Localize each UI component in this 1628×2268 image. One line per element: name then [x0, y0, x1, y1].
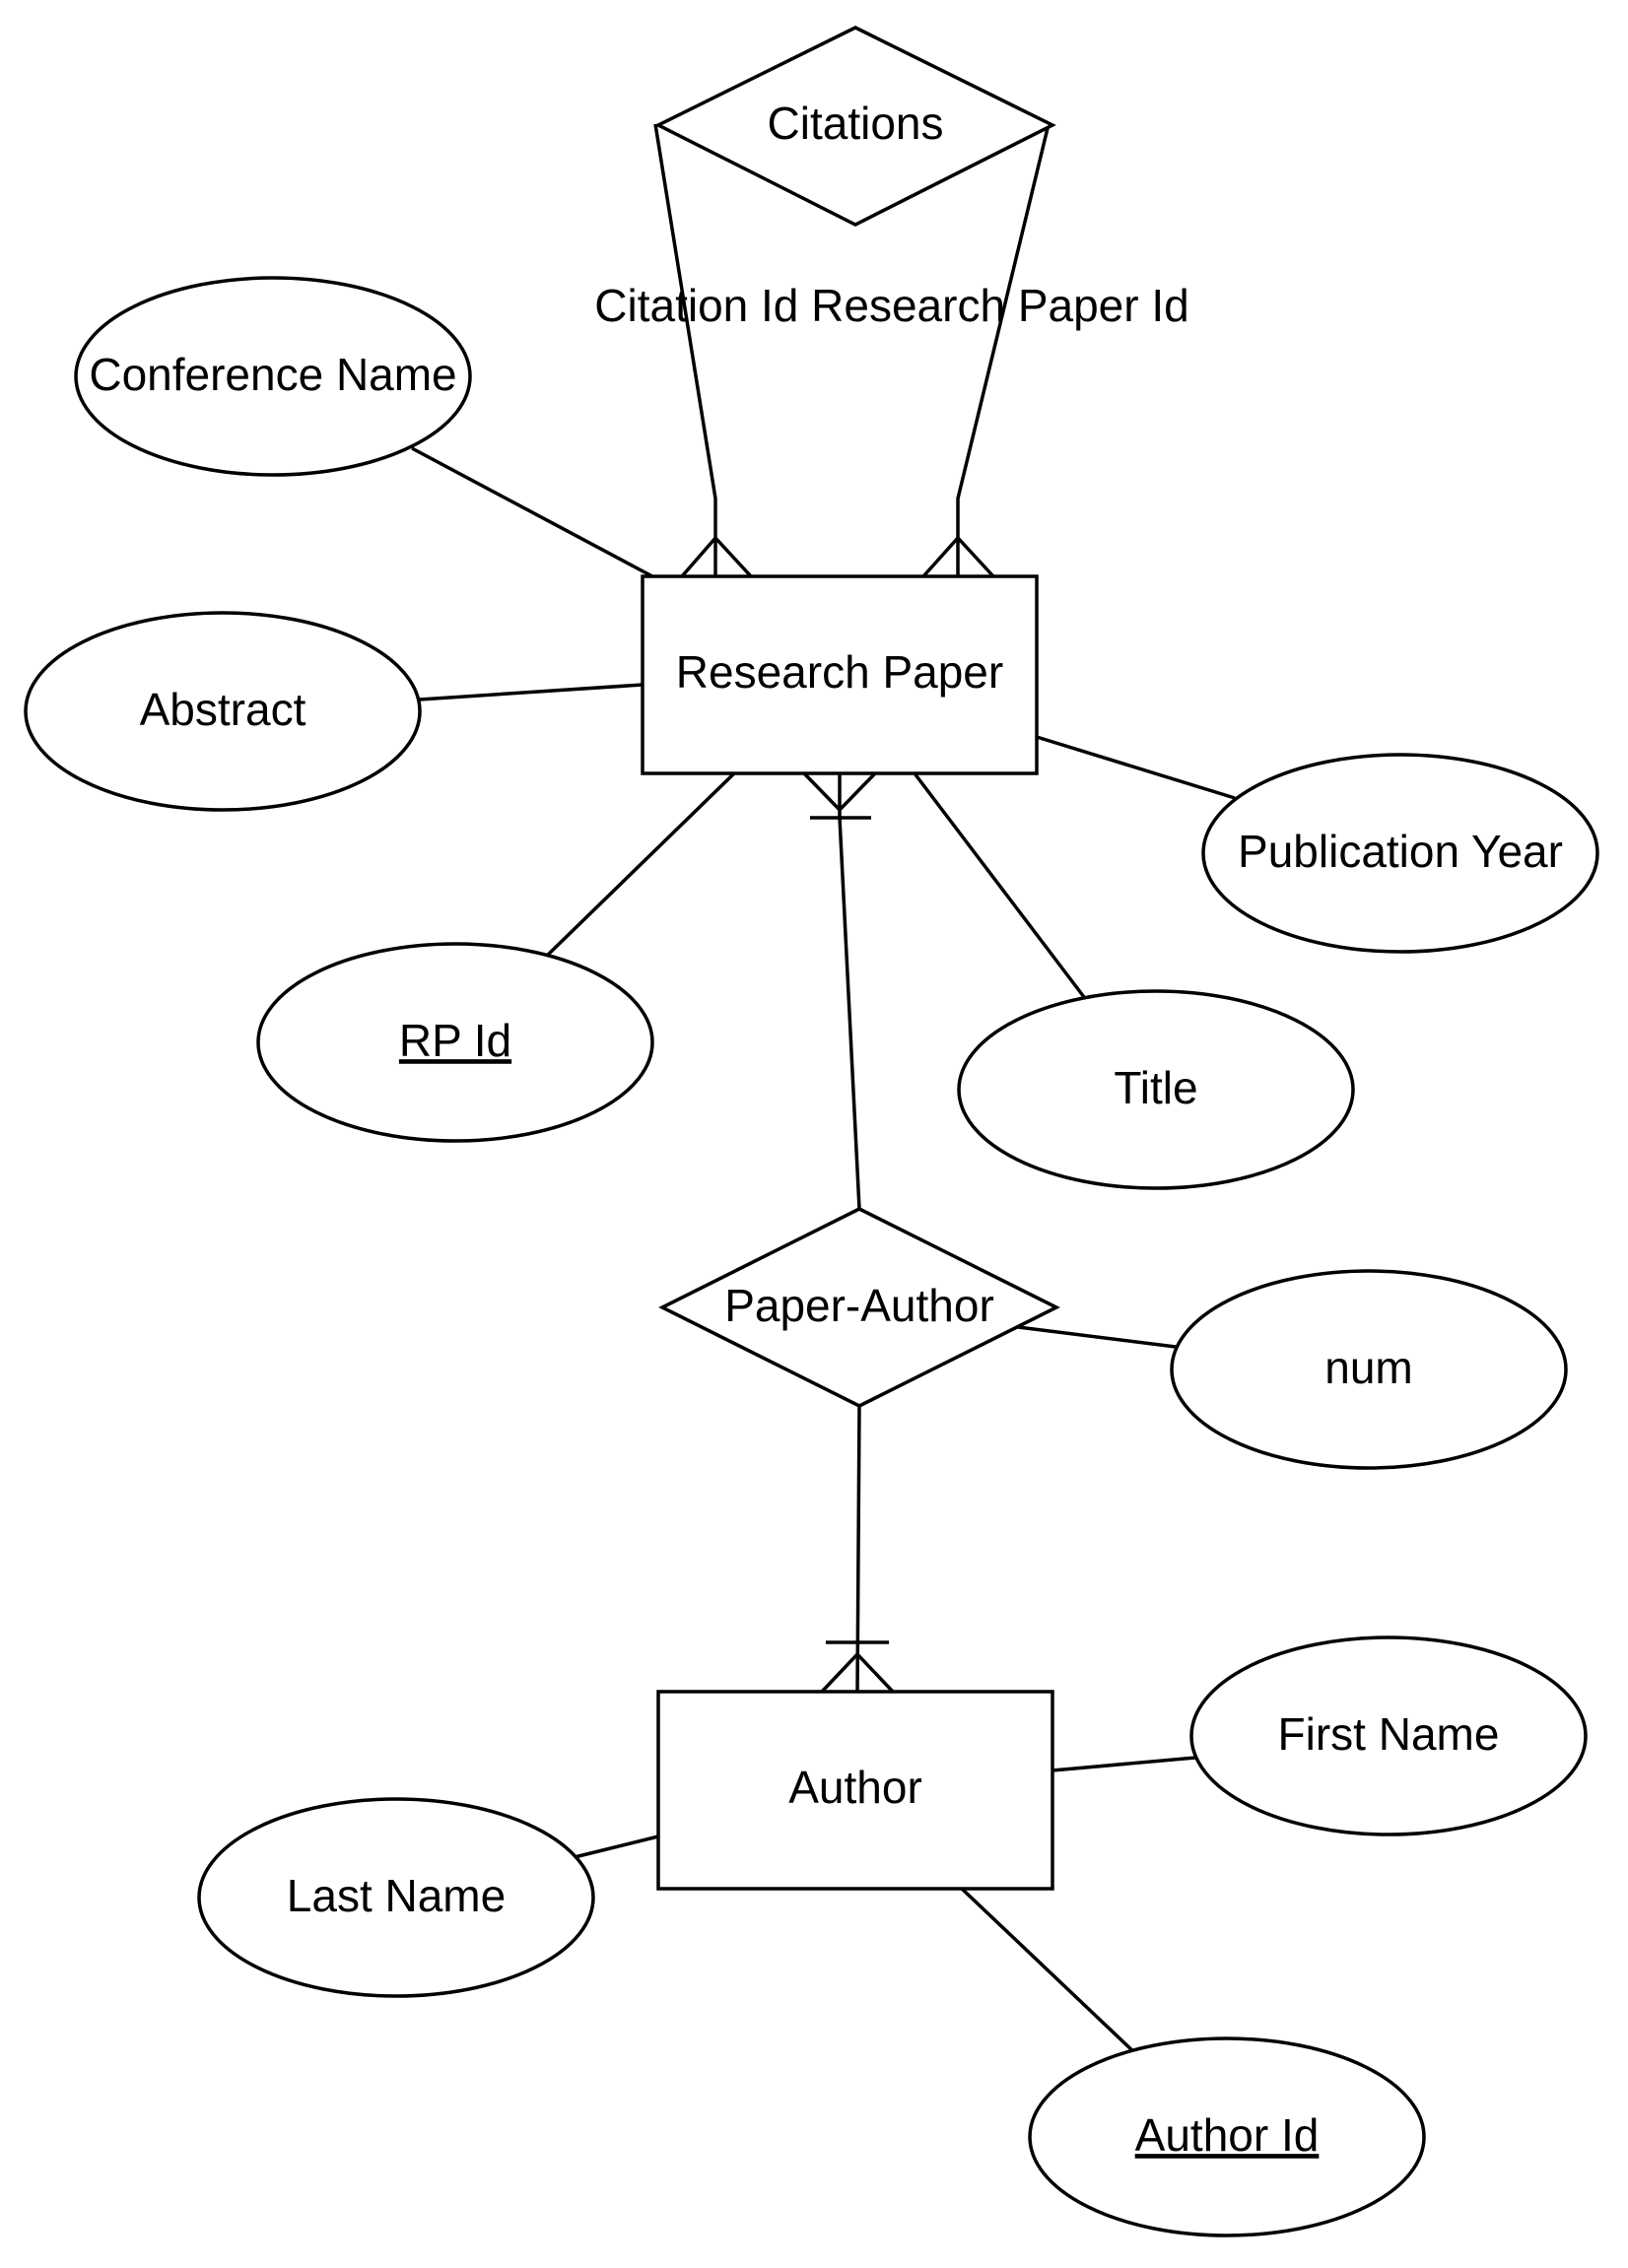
crows-foot-citations-right	[921, 535, 995, 578]
cardinality-markers	[680, 535, 995, 1694]
citations-diamond	[654, 26, 1056, 227]
crows-foot-citations-left	[680, 535, 753, 578]
num-label: num	[1324, 1342, 1412, 1393]
author-id-ellipse	[1028, 2036, 1426, 2237]
publication-year-link	[1036, 735, 1236, 800]
crows-foot-author	[820, 1651, 895, 1694]
publication-year-label: Publication Year	[1238, 826, 1563, 877]
num-ellipse	[1170, 1269, 1568, 1470]
rp-id-label: RP Id	[399, 1015, 511, 1066]
author-label: Author	[788, 1762, 922, 1813]
citations-link-right	[956, 123, 1051, 576]
attribute-title: Title	[957, 989, 1355, 1190]
attribute-conference-name: Conference Name	[74, 276, 472, 477]
paper-author-label: Paper-Author	[724, 1280, 994, 1331]
conference-name-link	[411, 446, 653, 578]
citations-link-left	[653, 123, 717, 576]
title-label: Title	[1114, 1062, 1197, 1113]
paper-author-author-link	[855, 1405, 861, 1693]
paper-author-diamond	[658, 1207, 1060, 1408]
last-name-link	[574, 1834, 659, 1859]
relationship-citations: Citations	[654, 26, 1056, 227]
paper-author-research-paper-link	[838, 773, 861, 1210]
crows-foot-paper-author-top	[802, 771, 877, 813]
connectors	[411, 123, 1236, 2056]
attribute-last-name: Last Name	[197, 1797, 595, 1998]
conference-name-label: Conference Name	[89, 349, 456, 400]
num-link	[1017, 1325, 1177, 1349]
abstract-ellipse	[24, 611, 422, 812]
research-paper-label: Research Paper	[676, 646, 1003, 698]
attribute-publication-year: Publication Year	[1201, 753, 1599, 954]
entity-research-paper: Research Paper	[641, 574, 1039, 775]
first-name-label: First Name	[1278, 1708, 1500, 1760]
last-name-ellipse	[197, 1797, 595, 1998]
citations-label: Citations	[768, 98, 944, 149]
rp-id-link	[545, 771, 736, 958]
first-name-ellipse	[1189, 1635, 1588, 1836]
attribute-author-id: Author Id	[1028, 2036, 1426, 2237]
first-name-link	[1051, 1756, 1196, 1772]
abstract-label: Abstract	[140, 684, 306, 735]
citation-attributes-label: Citation Id Research Paper Id	[594, 280, 1188, 331]
research-paper-box	[641, 574, 1039, 775]
relationship-paper-author: Paper-Author	[658, 1207, 1060, 1408]
abstract-link	[419, 683, 644, 701]
title-ellipse	[957, 989, 1355, 1190]
attribute-rp-id: RP Id	[256, 942, 654, 1143]
attribute-num: num	[1170, 1269, 1568, 1470]
entity-author: Author	[656, 1690, 1054, 1891]
author-id-label: Author Id	[1135, 2109, 1320, 2161]
rp-id-ellipse	[256, 942, 654, 1143]
author-id-link	[960, 1887, 1138, 2056]
author-box	[656, 1690, 1054, 1891]
last-name-label: Last Name	[287, 1870, 506, 1921]
attribute-abstract: Abstract	[24, 611, 422, 812]
attribute-first-name: First Name	[1189, 1635, 1588, 1836]
publication-year-ellipse	[1201, 753, 1599, 954]
title-link	[913, 771, 1086, 999]
conference-name-ellipse	[74, 276, 472, 477]
